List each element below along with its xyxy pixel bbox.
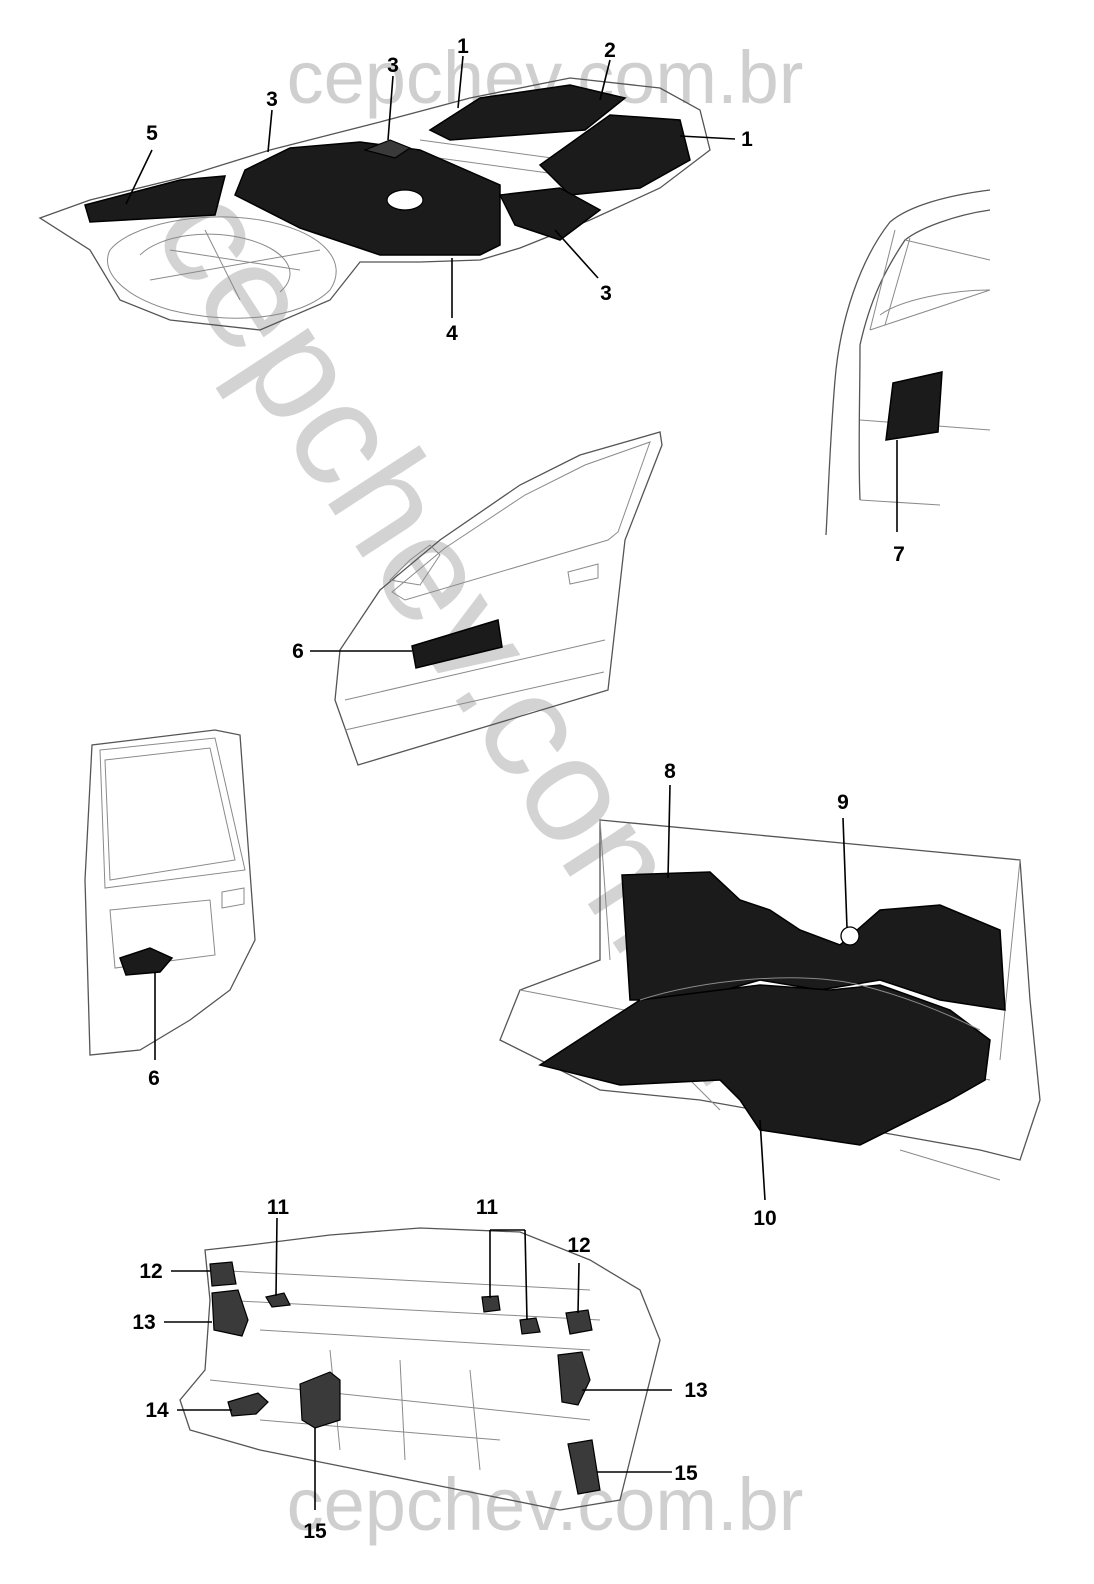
callout-1-top: 1 [457, 35, 469, 58]
floor-pad-main [234, 141, 501, 256]
front-door-pad [411, 619, 503, 669]
callout-8: 8 [664, 760, 676, 783]
callout-1-right: 1 [741, 128, 753, 151]
rear-door-pad [119, 947, 174, 976]
callout-3-top: 3 [387, 54, 399, 77]
floor-pad-rear [84, 175, 226, 223]
callout-10: 10 [753, 1207, 776, 1230]
callout-3-lower: 3 [600, 282, 612, 305]
callout-3-left: 3 [266, 88, 278, 111]
dash-insulator-pad [621, 871, 1006, 1011]
callout-11-left: 11 [267, 1196, 290, 1219]
engine-pad-14 [227, 1392, 269, 1417]
engine-pad-13-right [557, 1351, 591, 1406]
callout-4: 4 [446, 322, 458, 345]
callout-12-left: 12 [139, 1260, 162, 1283]
engine-pad-12-right [565, 1309, 593, 1335]
callout-2: 2 [604, 39, 616, 62]
floor-pad-tunnel-right [498, 187, 602, 241]
engine-pad-11-right [519, 1317, 541, 1335]
callout-15-right: 15 [674, 1462, 698, 1485]
front-floor-pad [538, 984, 991, 1146]
callout-13-left: 13 [132, 1311, 155, 1334]
floor-pad-tunnel-top [363, 139, 412, 159]
callout-13-right: 13 [684, 1379, 707, 1402]
engine-pad-15-left [299, 1371, 341, 1429]
quarter-panel-drawing: 7 [825, 189, 991, 566]
engine-pad-11-left [265, 1292, 291, 1308]
engine-pad-12-left [209, 1261, 237, 1287]
callout-12-right: 12 [567, 1234, 590, 1257]
callout-6-front-door: 6 [292, 640, 304, 663]
rear-door-drawing: 6 [84, 729, 256, 1090]
engine-pad-11-center [481, 1295, 501, 1313]
floor-pan-drawing [38, 77, 711, 331]
floor-pad-front-left [428, 84, 627, 141]
watermark-bottom: cepchev.com.br [287, 1463, 804, 1546]
engine-callouts: 11 11 12 12 13 13 14 15 15 [132, 1196, 707, 1543]
engine-pad-13-left [211, 1289, 249, 1337]
callout-14: 14 [145, 1399, 169, 1422]
callout-5: 5 [146, 122, 158, 145]
dash-floor-drawing: 8 9 10 [499, 760, 1041, 1230]
callout-11-center: 11 [476, 1196, 499, 1219]
engine-compartment-drawing [179, 1227, 661, 1511]
callout-6-rear-door: 6 [148, 1067, 160, 1090]
callout-15-left: 15 [303, 1520, 327, 1543]
callout-9: 9 [837, 791, 849, 814]
engine-pad-15-right [567, 1439, 601, 1495]
callout-7: 7 [893, 543, 905, 566]
quarter-panel-pad [885, 371, 943, 441]
front-door-drawing: 6 [292, 431, 663, 766]
floor-pan-callouts: 1 2 1 3 3 3 4 5 [125, 35, 753, 345]
